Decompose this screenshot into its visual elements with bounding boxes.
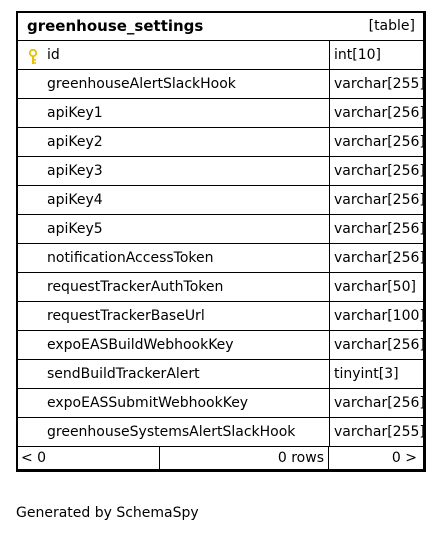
column-key-cell — [18, 186, 47, 214]
column-type: int[10] — [334, 47, 381, 63]
table-header: greenhouse_settings [table] — [18, 13, 423, 41]
column-type: varchar[256] — [334, 192, 423, 208]
key-icon — [28, 49, 38, 64]
column-name: id — [47, 41, 330, 69]
column-name: greenhouseAlertSlackHook — [47, 70, 330, 98]
column-type: tinyint[3] — [334, 366, 399, 382]
column-key-cell — [18, 41, 47, 69]
column-type: varchar[256] — [334, 395, 423, 411]
column-name: sendBuildTrackerAlert — [47, 360, 330, 388]
column-type: varchar[256] — [334, 105, 423, 121]
column-type: varchar[256] — [334, 250, 423, 266]
column-name: expoEASBuildWebhookKey — [47, 331, 330, 359]
column-key-cell — [18, 128, 47, 156]
column-name: apiKey1 — [47, 99, 330, 127]
column-name: apiKey2 — [47, 128, 330, 156]
column-key-cell — [18, 273, 47, 301]
column-type: varchar[256] — [334, 134, 423, 150]
table-title[interactable]: greenhouse_settings — [27, 17, 204, 35]
column-key-cell — [18, 360, 47, 388]
column-type: varchar[255] — [334, 424, 423, 440]
column-type: varchar[256] — [334, 221, 423, 237]
table-kind-label: [table] — [368, 18, 415, 34]
column-name: apiKey3 — [47, 157, 330, 185]
column-type: varchar[100] — [334, 308, 423, 324]
footer-row-count: 0 rows — [160, 447, 329, 469]
column-key-cell — [18, 331, 47, 359]
column-key-cell — [18, 244, 47, 272]
generated-by-credit: Generated by SchemaSpy — [16, 505, 199, 521]
column-key-cell — [18, 70, 47, 98]
column-type: varchar[256] — [334, 163, 423, 179]
column-type: varchar[50] — [334, 279, 416, 295]
column-name: apiKey5 — [47, 215, 330, 243]
table-footer: < 0 0 rows 0 > — [18, 446, 423, 469]
column-name: notificationAccessToken — [47, 244, 330, 272]
column-key-cell — [18, 215, 47, 243]
column-type: varchar[255] — [334, 76, 423, 92]
column-name: apiKey4 — [47, 186, 330, 214]
column-name: expoEASSubmitWebhookKey — [47, 389, 330, 417]
column-key-cell — [18, 302, 47, 330]
column-key-cell — [18, 157, 47, 185]
column-name: requestTrackerBaseUrl — [47, 302, 330, 330]
column-name: greenhouseSystemsAlertSlackHook — [47, 418, 330, 446]
footer-parents-count: 0 > — [391, 450, 417, 466]
column-type: varchar[256] — [334, 337, 423, 353]
column-key-cell — [18, 418, 47, 446]
footer-children-count: < 0 — [18, 447, 160, 469]
column-key-cell — [18, 389, 47, 417]
column-name: requestTrackerAuthToken — [47, 273, 330, 301]
column-key-cell — [18, 99, 47, 127]
